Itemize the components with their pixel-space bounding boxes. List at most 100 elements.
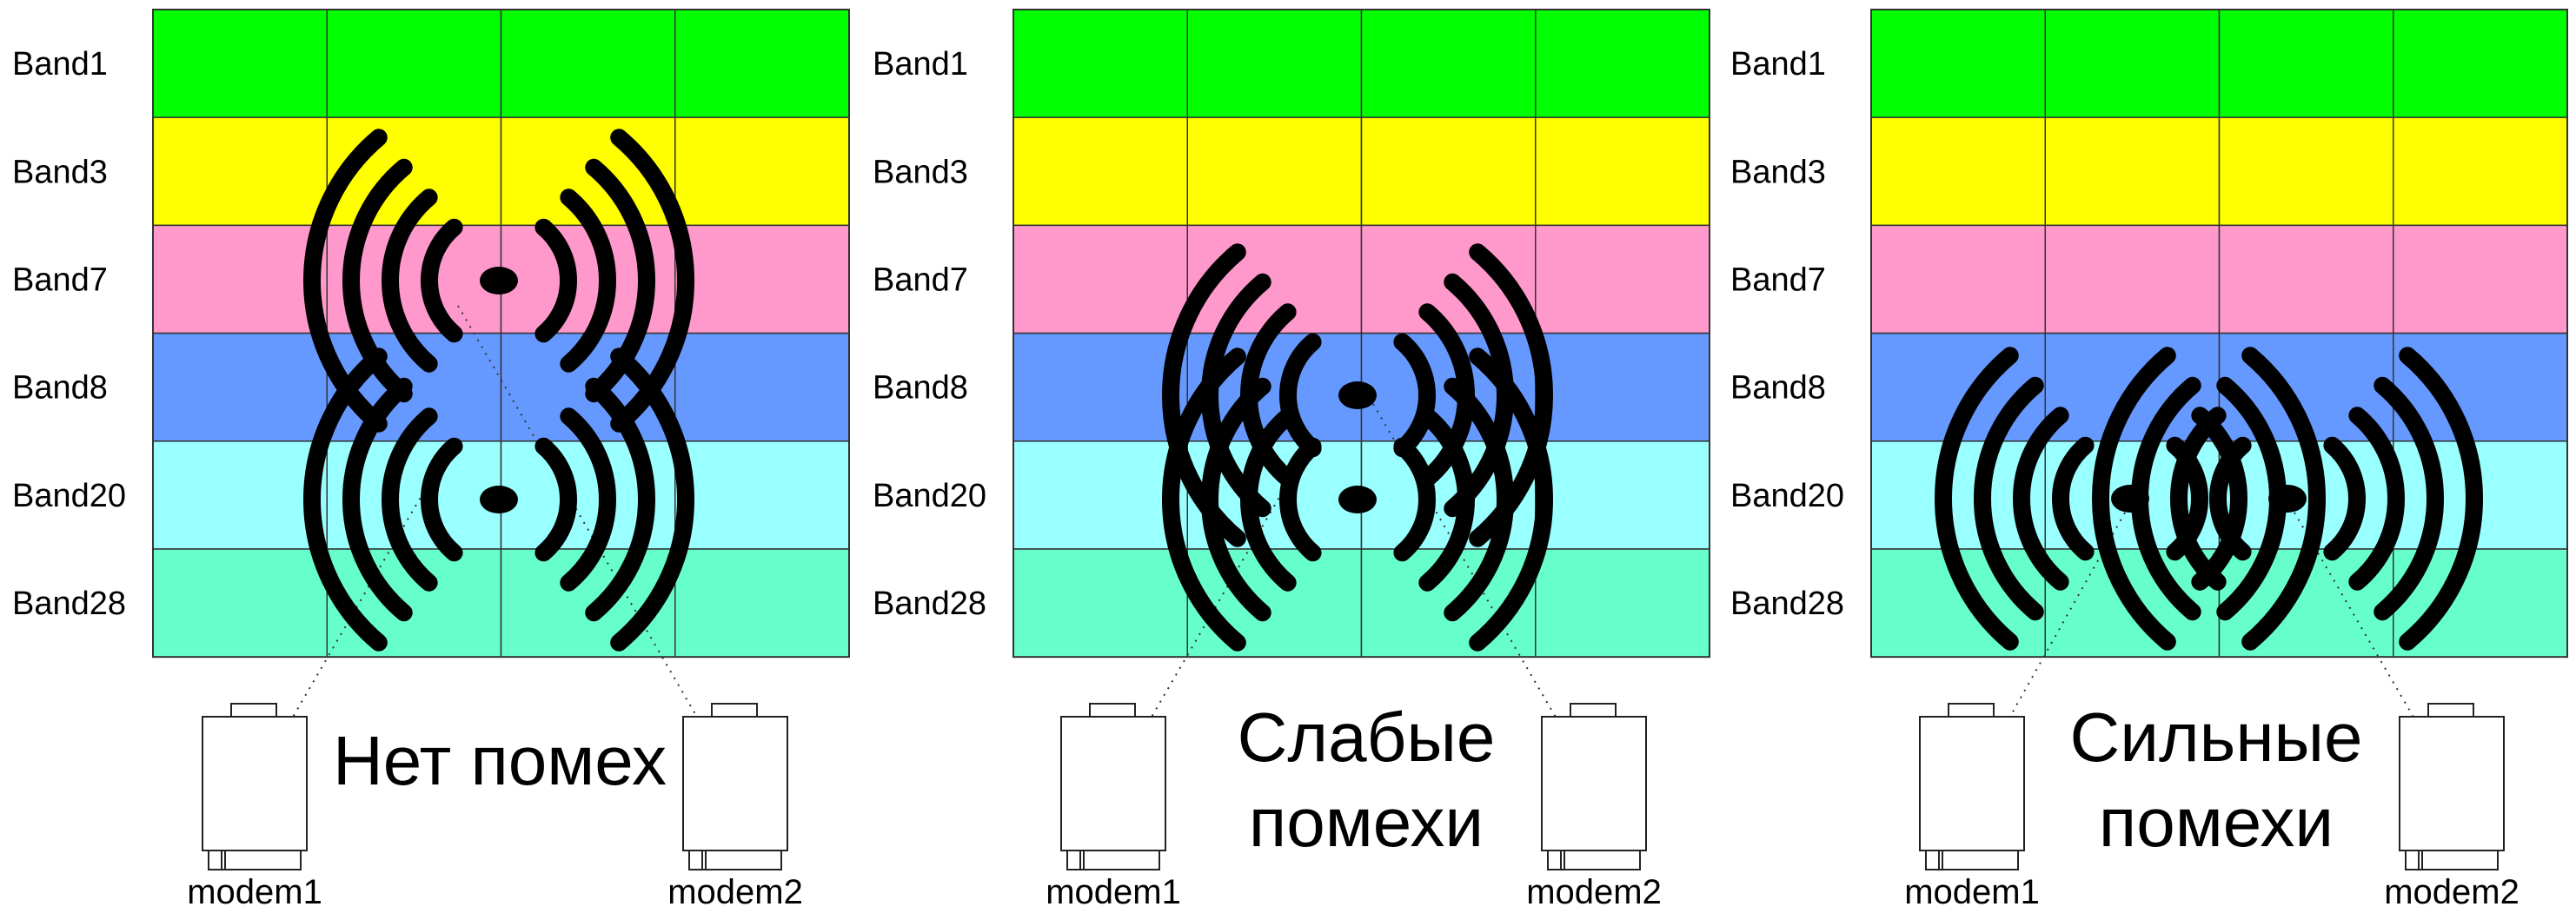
grid-border (1870, 9, 2568, 659)
panel-title: Сильные (2070, 698, 2363, 776)
modem-top-tab (1089, 703, 1136, 718)
band-row-band7: Band7 (1730, 224, 2568, 334)
band-label: Band28 (12, 586, 126, 622)
band-cell (1535, 224, 1710, 334)
modem-body (682, 716, 788, 851)
wave-arc-right (1393, 437, 1436, 562)
band-cell (1360, 9, 1537, 118)
modem-body (202, 716, 308, 851)
band-cell (2044, 116, 2221, 227)
band-cell (674, 224, 850, 334)
modem-base (208, 850, 302, 870)
wave-arc-right (2399, 347, 2483, 651)
grid-border (1012, 9, 1710, 659)
antenna-dot (1338, 381, 1377, 409)
wave-arc-right (610, 347, 694, 652)
band-label: Band8 (12, 370, 108, 407)
band-cell (674, 9, 850, 118)
band-label: Band3 (1730, 154, 1826, 190)
wave-arc-right (2323, 436, 2366, 561)
modem-slot (2418, 850, 2423, 870)
band-cell (152, 9, 328, 118)
modem-icon-modem2: modem2 (1526, 703, 1662, 911)
modem-slot (221, 850, 226, 870)
panel-title: помехи (2099, 784, 2334, 861)
grid-border (152, 9, 850, 659)
band-cell (152, 440, 328, 550)
wave-arc-left (342, 377, 413, 622)
band-row-band1: Band1 (873, 9, 1710, 118)
wave-arc-left (2013, 407, 2069, 591)
wave-arc-right (1444, 377, 1514, 622)
band-cell (1186, 116, 1363, 227)
wave-arc-left (1279, 437, 1322, 562)
wave-arc-left (382, 407, 438, 592)
band-cell (1870, 9, 2046, 118)
band-cell (1186, 9, 1363, 118)
band-row-band3: Band3 (1730, 116, 2568, 227)
modem-icon-modem1: modem1 (1904, 703, 2040, 911)
band-cell (2218, 224, 2394, 334)
wave-arc-right (2348, 407, 2405, 591)
band-cell (1012, 548, 1188, 658)
panel-title: помехи (1249, 784, 1484, 861)
antenna-dot (480, 267, 518, 295)
wave-arc-left (421, 437, 463, 562)
band-label: Band1 (873, 46, 968, 83)
band-label: Band7 (1730, 262, 1826, 299)
modem-top-tab (230, 703, 277, 718)
modem-label: modem1 (1904, 873, 2040, 911)
band-cell (2218, 116, 2394, 227)
modem-slot (1938, 850, 1943, 870)
wave-arc-right (2191, 407, 2247, 591)
wave-arc-right (2241, 347, 2326, 651)
band-label: Band1 (12, 46, 108, 83)
modem-base (1547, 850, 1641, 870)
band-cell (1535, 332, 1710, 442)
band-cell (1870, 224, 2046, 334)
wave-arc-right (560, 189, 616, 373)
band-label: Band7 (873, 262, 968, 299)
band-cell (2393, 9, 2568, 118)
modem-body (1060, 716, 1166, 851)
wave-arc-right (1418, 407, 1475, 592)
band-cell (1012, 116, 1188, 227)
band-cell (152, 548, 328, 658)
band-label: Band28 (873, 586, 986, 622)
modem-base (1925, 850, 2019, 870)
band-cell (2044, 9, 2221, 118)
band-label: Band3 (12, 154, 108, 190)
wave-arc-left (2092, 347, 2176, 651)
band-cell (1012, 440, 1188, 550)
antenna-dot (480, 486, 518, 513)
modem-top-tab (2427, 703, 2474, 718)
band-cell (2218, 9, 2394, 118)
band-cell (152, 224, 328, 334)
wave-arc-right (560, 407, 616, 592)
band-cell (152, 332, 328, 442)
band-cell (1012, 332, 1188, 442)
wave-arc-left (2209, 436, 2252, 561)
wave-arc-right (585, 377, 655, 622)
band-label: Band7 (12, 262, 108, 299)
band-row-band1: Band1 (1730, 9, 2568, 118)
band-cell (1535, 548, 1710, 658)
wave-arc-left (1935, 347, 2019, 651)
modem-slot (1079, 850, 1085, 870)
band-cell (1535, 440, 1710, 550)
band-row-band7: Band7 (873, 224, 1710, 334)
band-cell (1012, 224, 1188, 334)
modem-icon-modem1: modem1 (187, 703, 322, 911)
modem-body (1541, 716, 1647, 851)
signal-link-line (1372, 403, 1595, 784)
band-label: Band1 (1730, 46, 1826, 83)
modem-body (1919, 716, 2025, 851)
modem-top-tab (1948, 703, 1995, 718)
band-cell (1360, 116, 1537, 227)
band-row-band1: Band1 (12, 9, 850, 118)
band-label: Band8 (873, 370, 968, 407)
panel-title: Нет помех (333, 722, 667, 799)
wave-arc-left (1974, 376, 2044, 621)
